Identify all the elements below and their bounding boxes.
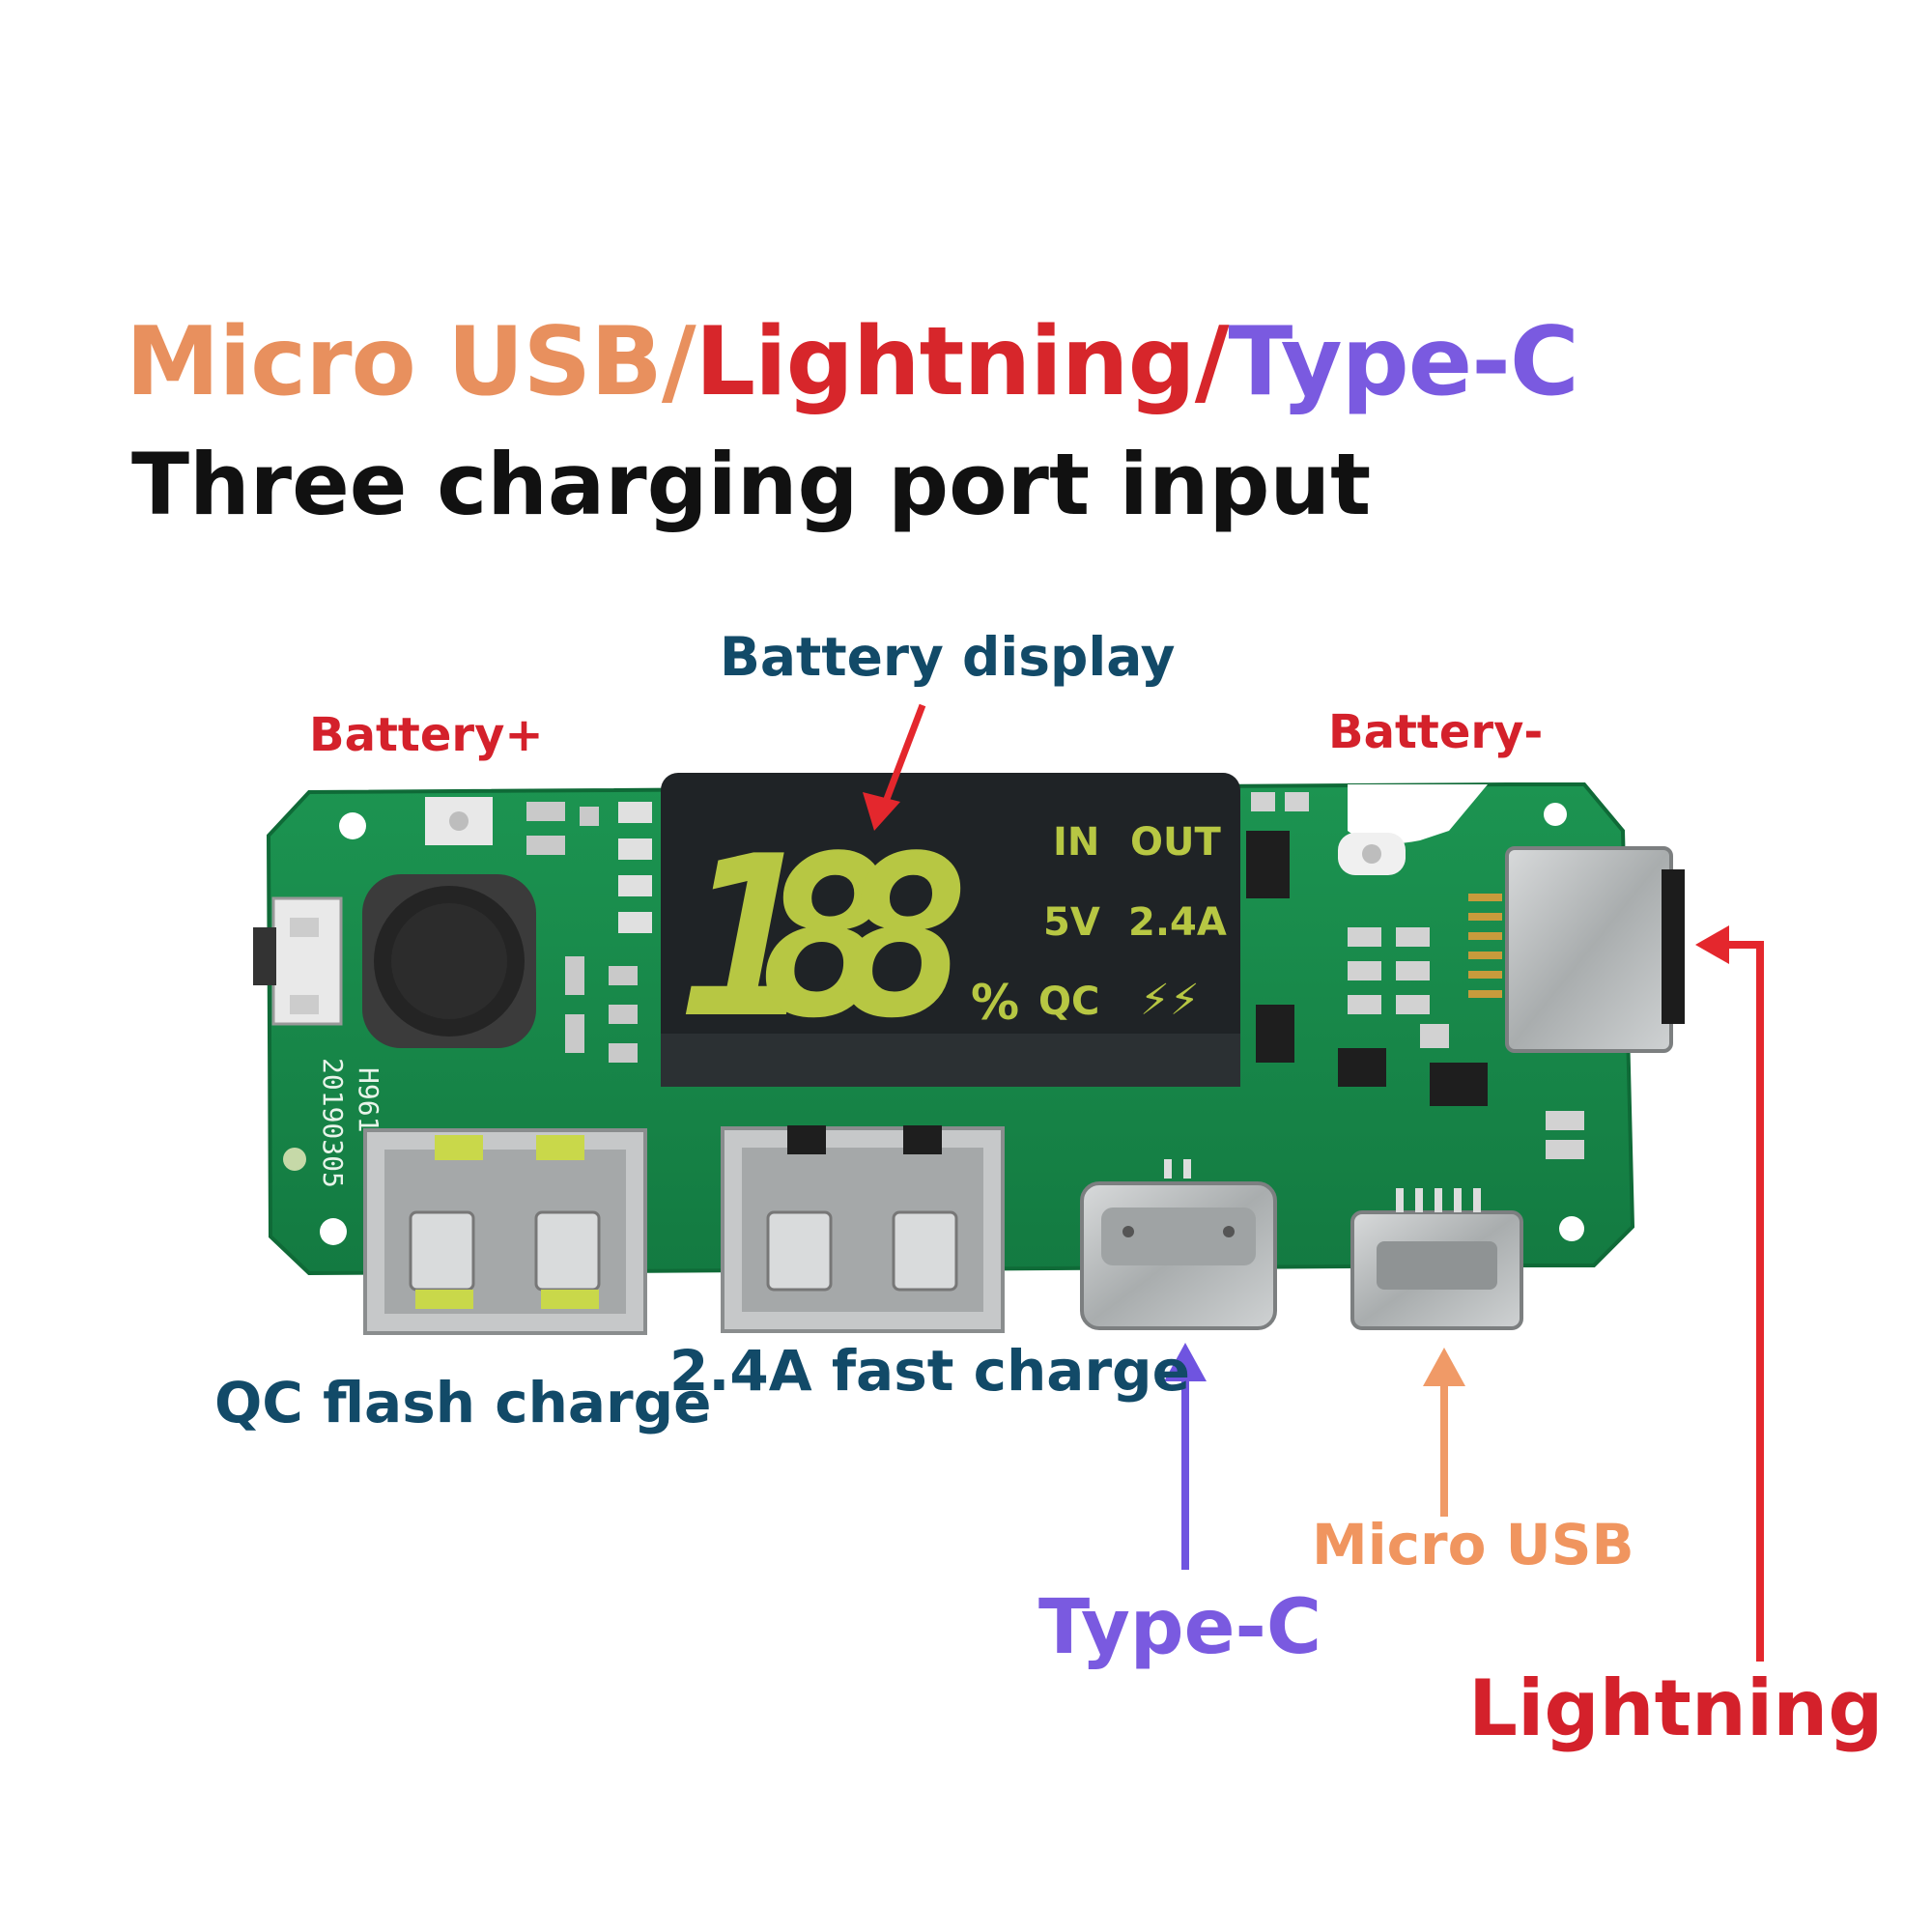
lightning-port (1505, 846, 1673, 1053)
pcb-notch (1348, 784, 1488, 844)
display-volt-label: 5V (1043, 900, 1100, 945)
fast-charge-label: 2.4A fast charge (669, 1338, 1190, 1404)
micro-usb-label: Micro USB (1312, 1512, 1634, 1577)
display-bolt-icon: ⚡⚡ (1140, 976, 1200, 1025)
title-micro-usb: Micro USB (126, 307, 663, 417)
page-title: Micro USB/Lightning/Type-C (126, 307, 1579, 417)
fast-charge-usb-port (721, 1125, 1005, 1333)
display-amp-label: 2.4A (1128, 900, 1227, 945)
qc-flash-charge-label: QC flash charge (214, 1370, 712, 1435)
title-lightning: Lightning (695, 307, 1196, 417)
micro-usb-port (1350, 1188, 1523, 1330)
micro-usb-arrow (1423, 1348, 1465, 1517)
page-subtitle: Three charging port input (131, 435, 1372, 534)
title-separator: / (1194, 307, 1230, 417)
battery-plus-label: Battery+ (309, 708, 544, 762)
lightning-port-pins (1468, 894, 1502, 998)
battery-minus-label: Battery- (1328, 705, 1544, 759)
display-out-label: OUT (1130, 820, 1221, 865)
mounting-hole (1544, 803, 1567, 826)
smd-components-left (526, 802, 652, 1063)
title-type-c: Type-C (1228, 307, 1579, 417)
display-digits: 188 (681, 810, 971, 1067)
type-c-arrow (1164, 1343, 1207, 1570)
mounting-hole (339, 812, 366, 839)
display-percent: % (971, 975, 1019, 1031)
type-c-label: Type-C (1038, 1584, 1322, 1671)
mounting-hole (320, 1218, 347, 1245)
battery-display-label: Battery display (720, 626, 1176, 688)
battery-display-panel (661, 773, 1240, 1082)
silkscreen-model: H961 (353, 1067, 384, 1132)
type-c-port (1080, 1159, 1277, 1330)
mounting-hole (1559, 1216, 1584, 1241)
test-pad (283, 1148, 306, 1171)
display-qc-label: QC (1038, 980, 1099, 1024)
title-separator: / (661, 307, 696, 417)
display-in-label: IN (1053, 820, 1099, 865)
battery-display-arrow (863, 703, 926, 831)
lightning-arrow (1695, 925, 1764, 1662)
lightning-label: Lightning (1468, 1663, 1884, 1753)
smd-components-right (1246, 792, 1584, 1159)
silkscreen-date-code: 20190305 (317, 1058, 349, 1188)
qc-usb-port (363, 1128, 647, 1335)
